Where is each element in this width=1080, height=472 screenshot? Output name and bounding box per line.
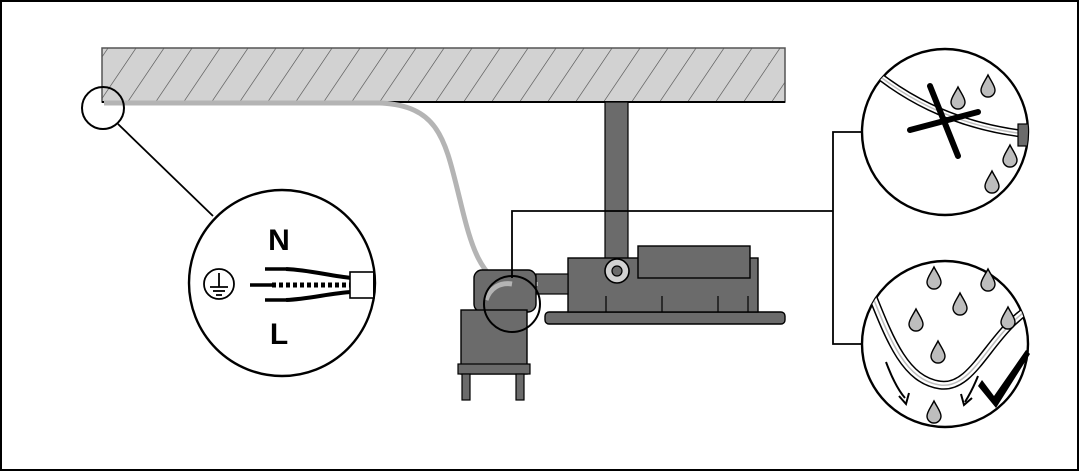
neutral-label: N bbox=[268, 224, 290, 257]
check-mark-icon bbox=[978, 350, 1030, 408]
correct-routing-callout bbox=[860, 259, 1030, 429]
flow-arrow-icon bbox=[885, 361, 910, 407]
flow-arrow-icon bbox=[960, 375, 979, 407]
cross-mark-icon bbox=[907, 83, 981, 159]
callout-leader-wiring bbox=[117, 123, 214, 217]
wiring-callout: N L bbox=[187, 188, 377, 378]
ceiling-slab bbox=[101, 47, 786, 103]
mounting-pole bbox=[604, 101, 629, 273]
floodlight-fixture bbox=[511, 245, 786, 325]
callout-leader-junction bbox=[511, 210, 833, 278]
junction-box bbox=[457, 269, 537, 401]
incorrect-routing-callout bbox=[860, 47, 1030, 217]
ceiling-entry-highlight-circle bbox=[81, 86, 125, 130]
earth-ground-icon bbox=[203, 268, 235, 300]
live-label: L bbox=[270, 318, 288, 351]
callout-leader-right bbox=[832, 131, 862, 345]
